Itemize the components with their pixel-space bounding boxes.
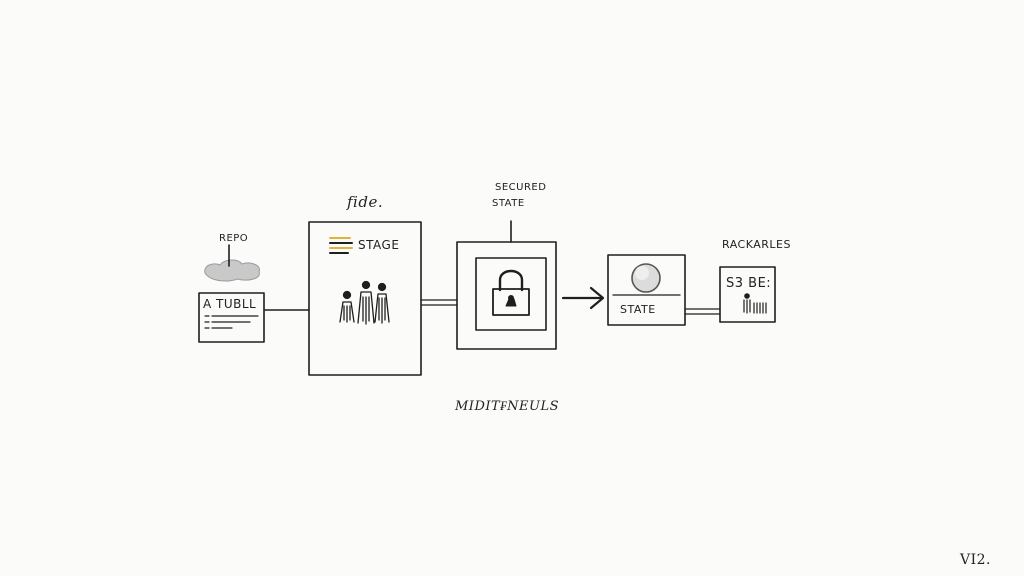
middle-caption: MIDIT₣NEULS — [455, 399, 560, 414]
barcode-icon — [743, 293, 767, 314]
packages-label: RACKARLES — [722, 238, 791, 251]
sphere-icon — [631, 263, 661, 293]
list-lines — [204, 315, 259, 329]
secured-inner-box — [475, 257, 547, 331]
s3-box-title: S3 BE: — [726, 276, 772, 291]
stage-group-label: fide. — [347, 193, 384, 211]
arrow-secured-state — [561, 286, 605, 310]
stage-box — [308, 221, 422, 376]
secured-outer-box — [456, 241, 557, 350]
secured-state-label: STATE — [492, 198, 525, 209]
cloud-icon — [204, 244, 260, 282]
state-box-title: STATE — [620, 303, 656, 316]
people-icon — [339, 280, 390, 325]
version-label: VI2. — [960, 552, 991, 568]
repo-label: REPO — [219, 233, 249, 244]
connector-stage-secured — [420, 299, 458, 306]
source-box-title: A TUBLL — [203, 297, 257, 311]
secured-label: SECURED — [495, 182, 547, 193]
lock-icon — [492, 269, 530, 316]
source-box — [198, 292, 265, 343]
list-icon — [329, 237, 353, 254]
s3-box — [719, 266, 776, 323]
stage-box-title: STAGE — [358, 238, 400, 252]
state-box — [607, 254, 686, 326]
connector-state-s3 — [684, 308, 721, 315]
